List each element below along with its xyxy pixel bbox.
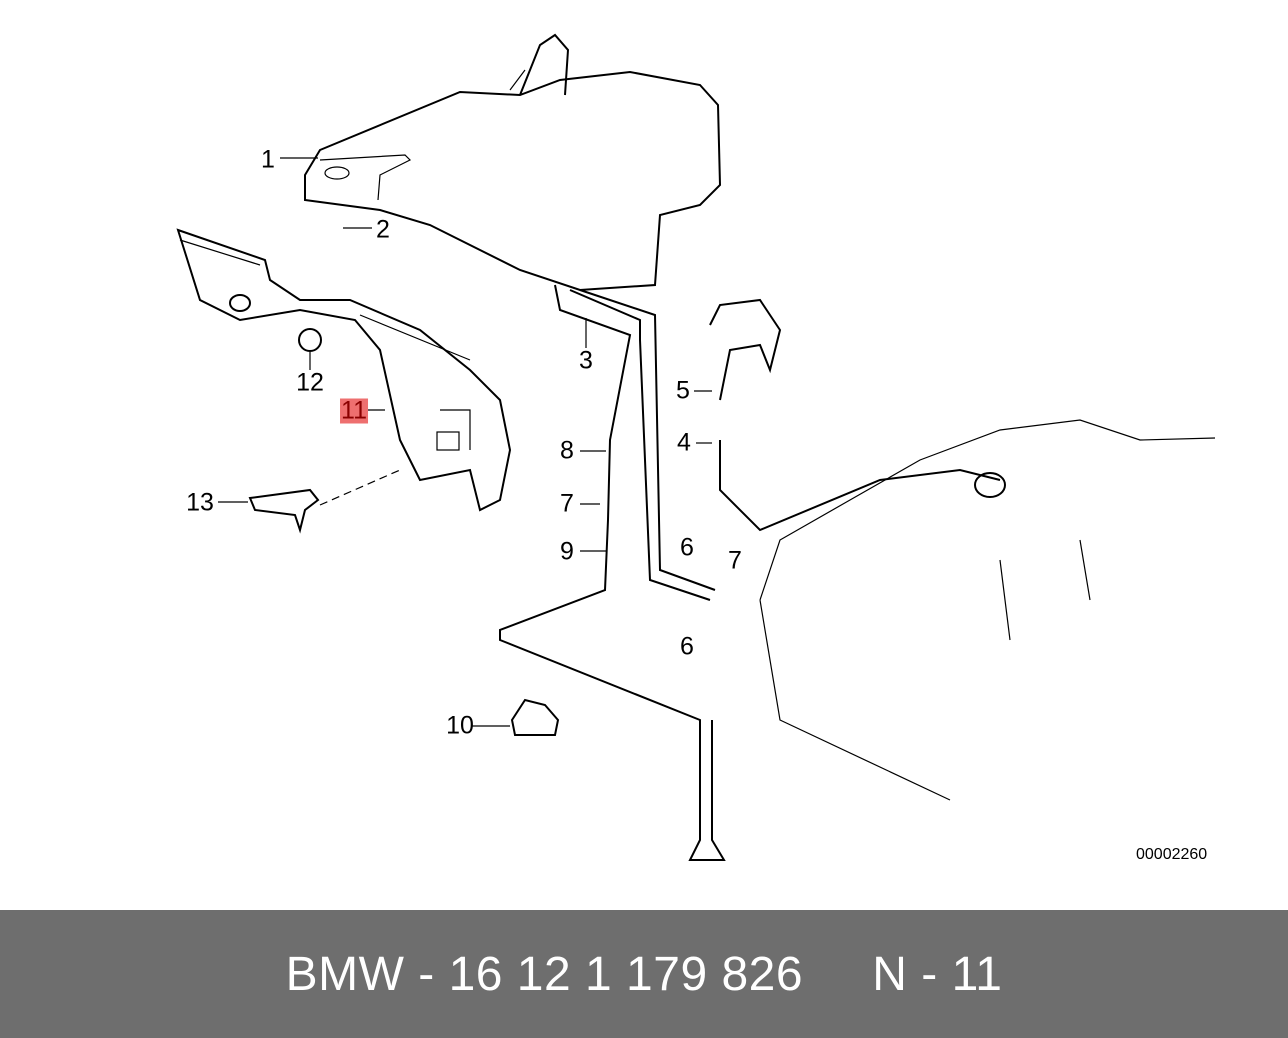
- callout-6-upper[interactable]: 6: [680, 533, 694, 562]
- callout-13[interactable]: 13: [186, 488, 214, 517]
- nut-12: [298, 328, 322, 352]
- callout-1[interactable]: 1: [261, 145, 275, 174]
- callout-12[interactable]: 12: [296, 368, 324, 397]
- clip-10: [510, 698, 560, 736]
- callout-4[interactable]: 4: [677, 428, 691, 457]
- part-number-caption: BMW - 16 12 1 179 826 N - 11: [285, 947, 1003, 1001]
- callout-8[interactable]: 8: [560, 436, 574, 465]
- footer-bar: BMW - 16 12 1 179 826 N - 11: [0, 910, 1288, 1038]
- callout-2[interactable]: 2: [376, 215, 390, 244]
- callout-11-highlighted[interactable]: 11: [340, 396, 368, 425]
- expansion-tank: [304, 70, 722, 292]
- shield: [176, 228, 512, 512]
- image-code: 00002260: [1136, 846, 1208, 863]
- callout-7[interactable]: 7: [560, 489, 574, 518]
- callout-5[interactable]: 5: [676, 376, 690, 405]
- callout-7-right[interactable]: 7: [728, 546, 742, 575]
- callout-6-lower[interactable]: 6: [680, 632, 694, 661]
- callout-3[interactable]: 3: [579, 346, 593, 375]
- callout-10[interactable]: 10: [446, 711, 474, 740]
- parts-diagram-drawing: [176, 33, 1216, 861]
- clip-13: [248, 488, 320, 534]
- callout-9[interactable]: 9: [560, 537, 574, 566]
